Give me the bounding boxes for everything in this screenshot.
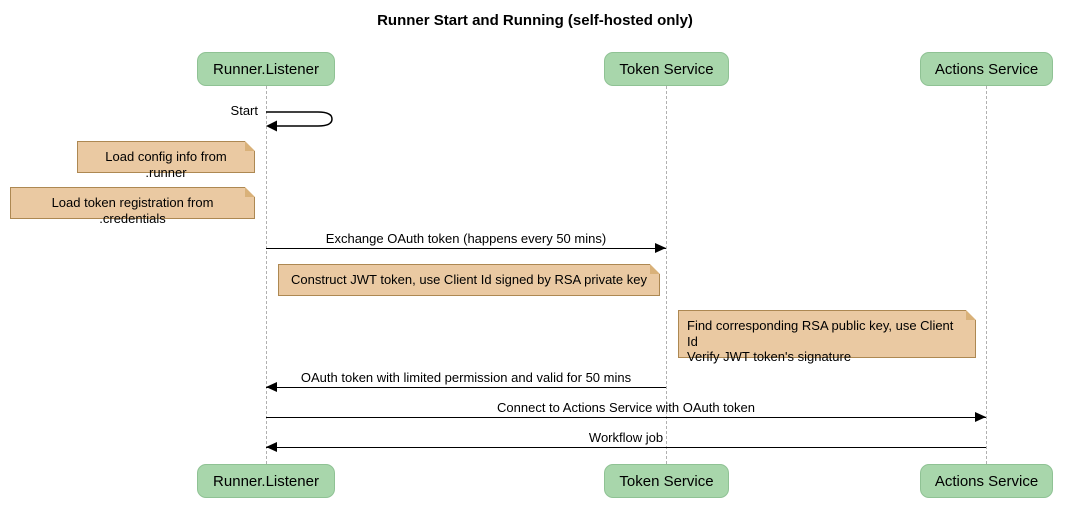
diagram-title: Runner Start and Running (self-hosted on… xyxy=(377,12,693,29)
message-label: Workflow job xyxy=(588,430,664,445)
message-line xyxy=(266,382,666,392)
message-oauth-token-back: OAuth token with limited permission and … xyxy=(266,370,666,392)
actor-actions-service-bottom: Actions Service xyxy=(920,464,1053,498)
actor-label: Token Service xyxy=(619,472,714,490)
lifeline-runner-listener xyxy=(266,86,267,464)
lifeline-actions-service xyxy=(986,86,987,464)
message-label: OAuth token with limited permission and … xyxy=(300,370,632,385)
note-load-config: Load config info from .runner xyxy=(77,141,255,180)
message-label: Exchange OAuth token (happens every 50 m… xyxy=(325,231,607,246)
actor-token-service-top: Token Service xyxy=(604,52,729,86)
arrowhead-left-icon xyxy=(266,442,277,452)
arrowhead-right-icon xyxy=(975,412,986,422)
self-message-loop xyxy=(266,111,333,132)
actor-actions-service-top: Actions Service xyxy=(920,52,1053,86)
arrowhead-left-icon xyxy=(266,382,277,392)
actor-label: Actions Service xyxy=(934,472,1039,490)
actor-label: Actions Service xyxy=(934,60,1039,78)
note-construct-jwt: Construct JWT token, use Client Id signe… xyxy=(278,264,660,296)
actor-runner-listener-top: Runner.Listener xyxy=(197,52,335,86)
note-load-token-registration: Load token registration from .credential… xyxy=(10,187,255,226)
message-line xyxy=(266,412,986,422)
message-workflow-job: Workflow job xyxy=(266,430,986,452)
note-verify-jwt: Find corresponding RSA public key, use C… xyxy=(678,310,976,364)
actor-label: Runner.Listener xyxy=(213,60,319,78)
message-line xyxy=(266,442,986,452)
arrowhead-left-icon xyxy=(266,120,277,132)
actor-runner-listener-bottom: Runner.Listener xyxy=(197,464,335,498)
arrowhead-right-icon xyxy=(655,243,666,253)
message-line xyxy=(266,243,666,253)
message-label: Connect to Actions Service with OAuth to… xyxy=(497,400,755,415)
message-label-start: Start xyxy=(230,103,258,118)
message-connect-actions-service: Connect to Actions Service with OAuth to… xyxy=(266,400,986,422)
actor-label: Token Service xyxy=(619,60,714,78)
message-exchange-oauth-token: Exchange OAuth token (happens every 50 m… xyxy=(266,231,666,253)
actor-label: Runner.Listener xyxy=(213,472,319,490)
actor-token-service-bottom: Token Service xyxy=(604,464,729,498)
lifeline-token-service xyxy=(666,86,667,464)
